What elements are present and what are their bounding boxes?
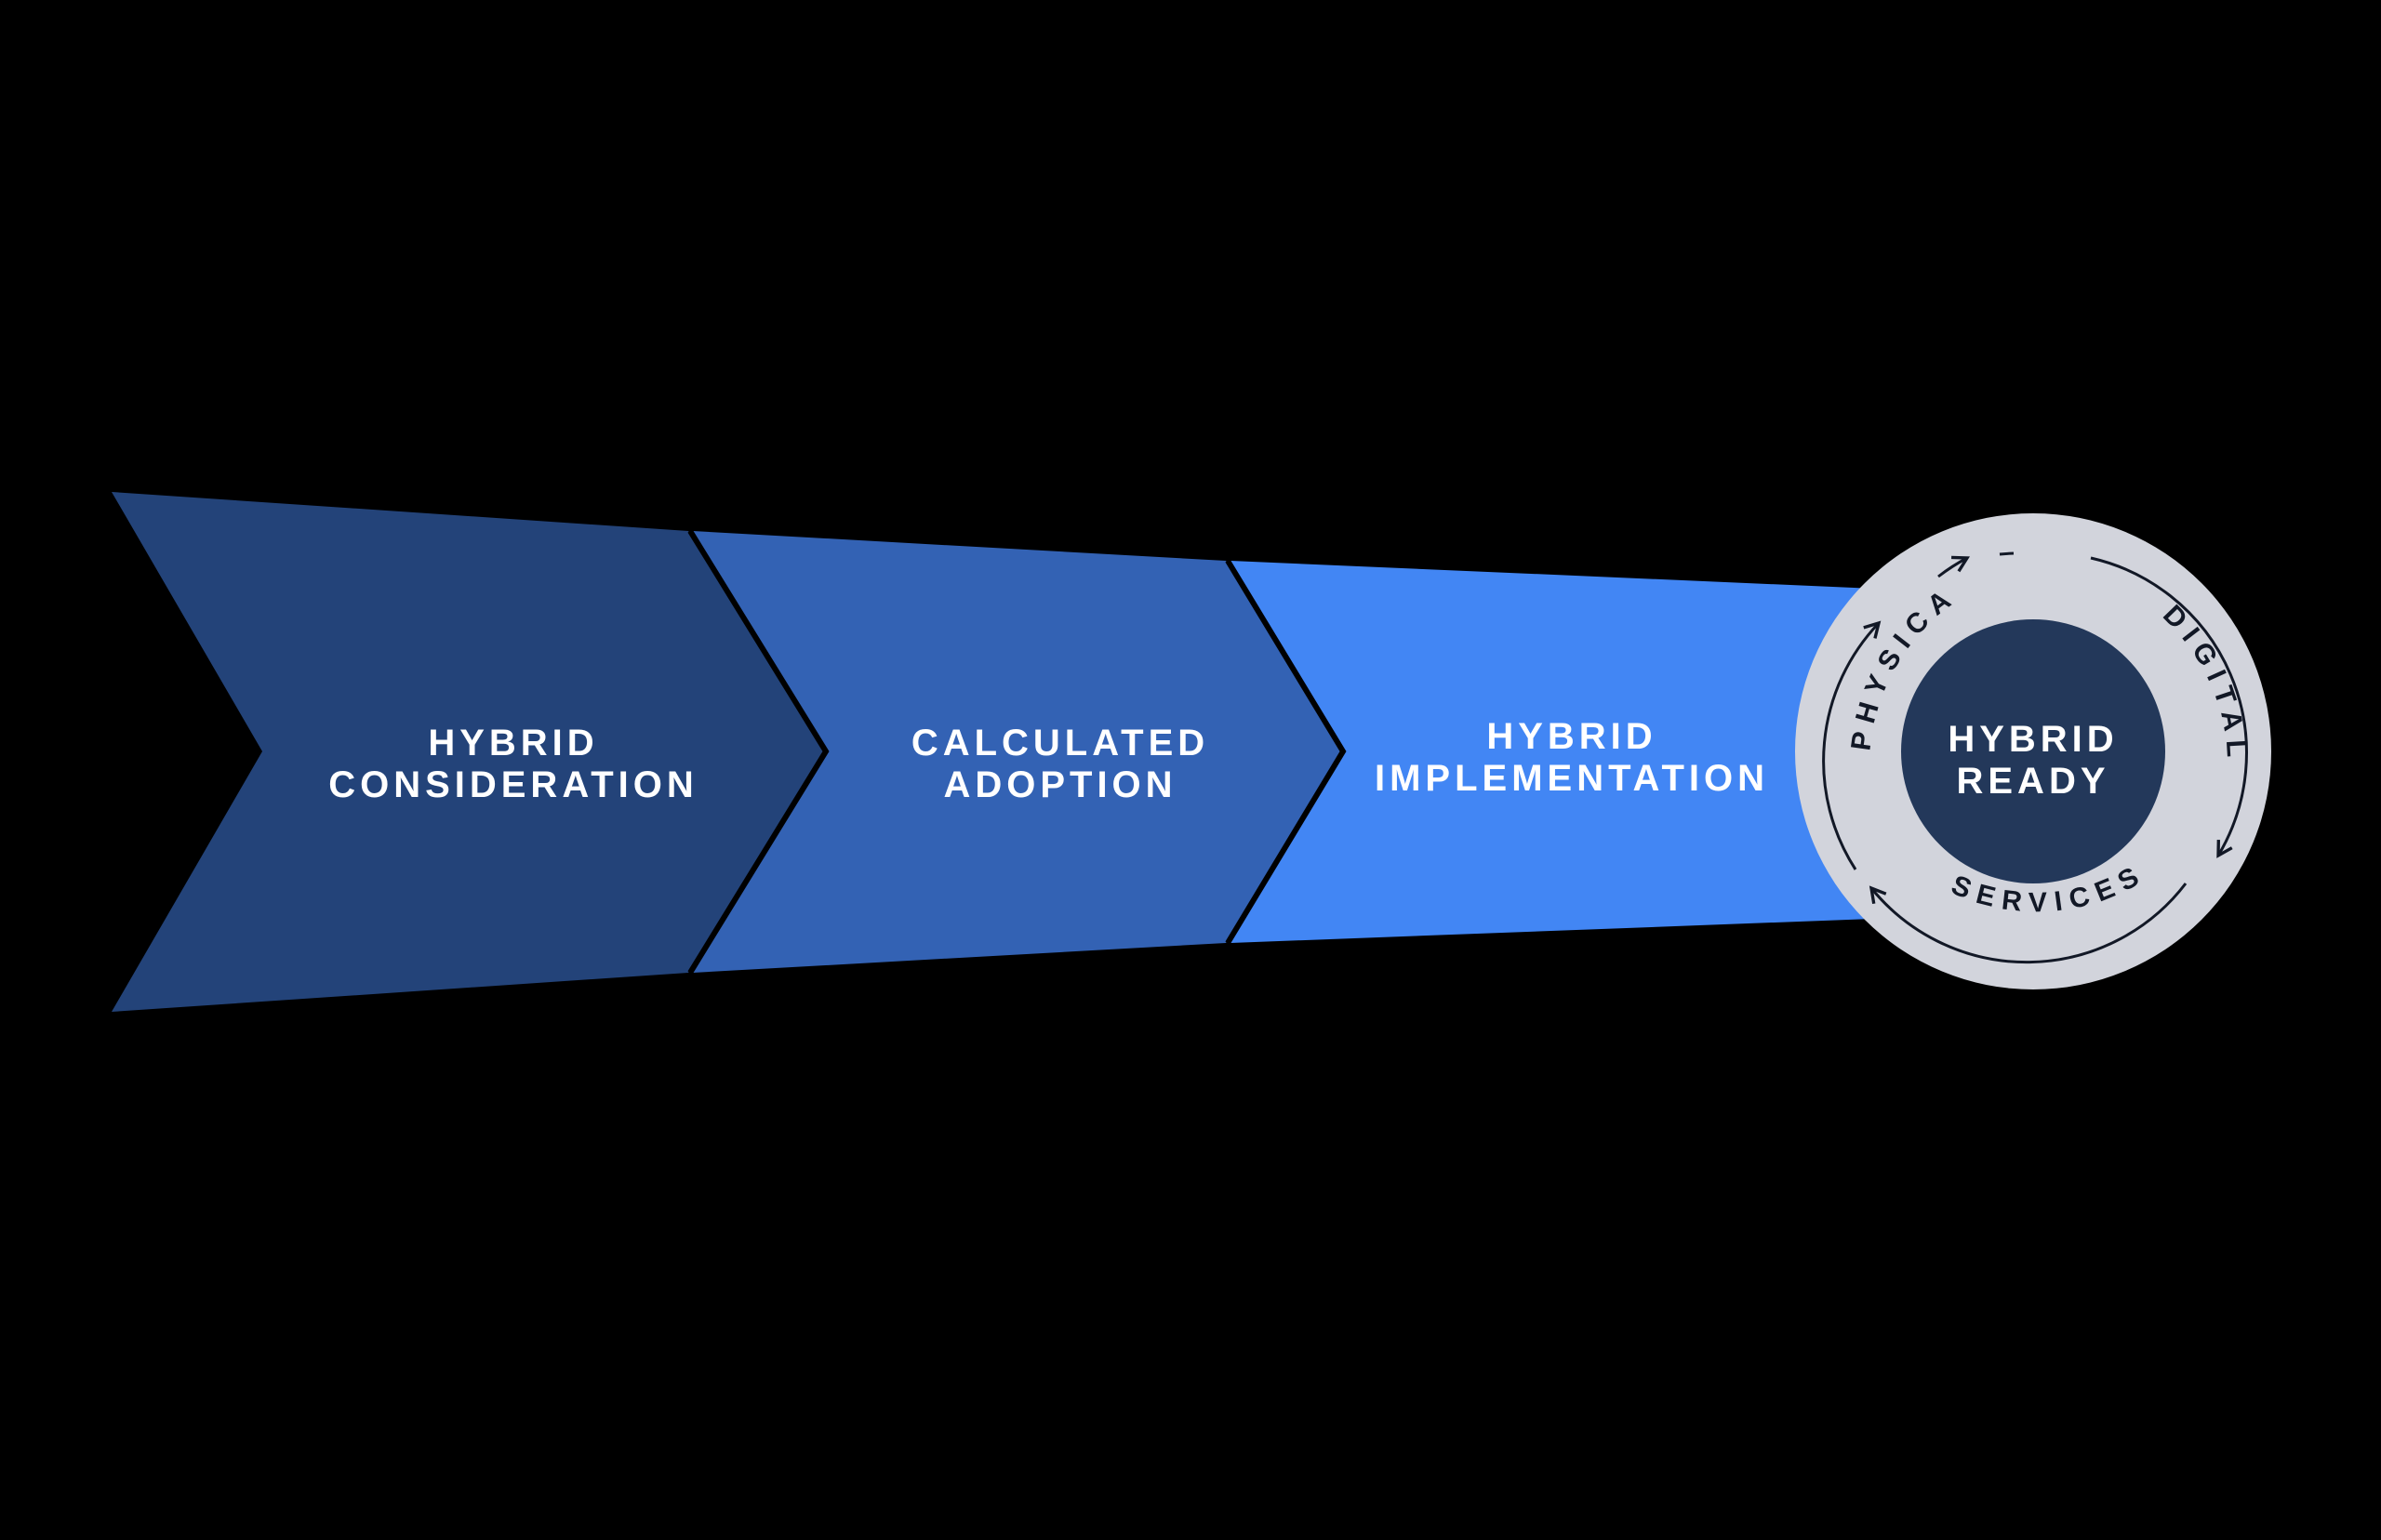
stage-implementation-subtitle: IMPLEMENTATION xyxy=(1375,758,1769,799)
goal-core xyxy=(1901,619,2165,883)
stage-implementation-title: HYBRID xyxy=(1486,716,1656,757)
stage-consideration-subtitle: CONSIDERATION xyxy=(328,764,698,805)
segment-divider xyxy=(687,529,830,975)
stage-adoption-subtitle: ADOPTION xyxy=(943,764,1177,805)
cycle-arrow-left xyxy=(1822,620,1882,870)
goal-title: HYBRID xyxy=(1948,719,2118,760)
stage-implementation-segment xyxy=(1230,561,1897,943)
cycle-arrow-top-line xyxy=(1999,551,2015,556)
goal-subtitle: READY xyxy=(1956,761,2109,802)
stage-adoption-title: CALCULATED xyxy=(911,723,1209,763)
segment-divider xyxy=(1225,559,1347,945)
cycle-arrow-top xyxy=(1937,555,1970,578)
stage-consideration-segment xyxy=(112,492,826,1012)
cycle-arrow-right xyxy=(2090,556,2248,858)
stage-adoption-segment xyxy=(693,531,1341,973)
stage-consideration-title: HYBRID xyxy=(428,723,598,763)
cycle-arrow-bottom xyxy=(1869,883,2188,964)
